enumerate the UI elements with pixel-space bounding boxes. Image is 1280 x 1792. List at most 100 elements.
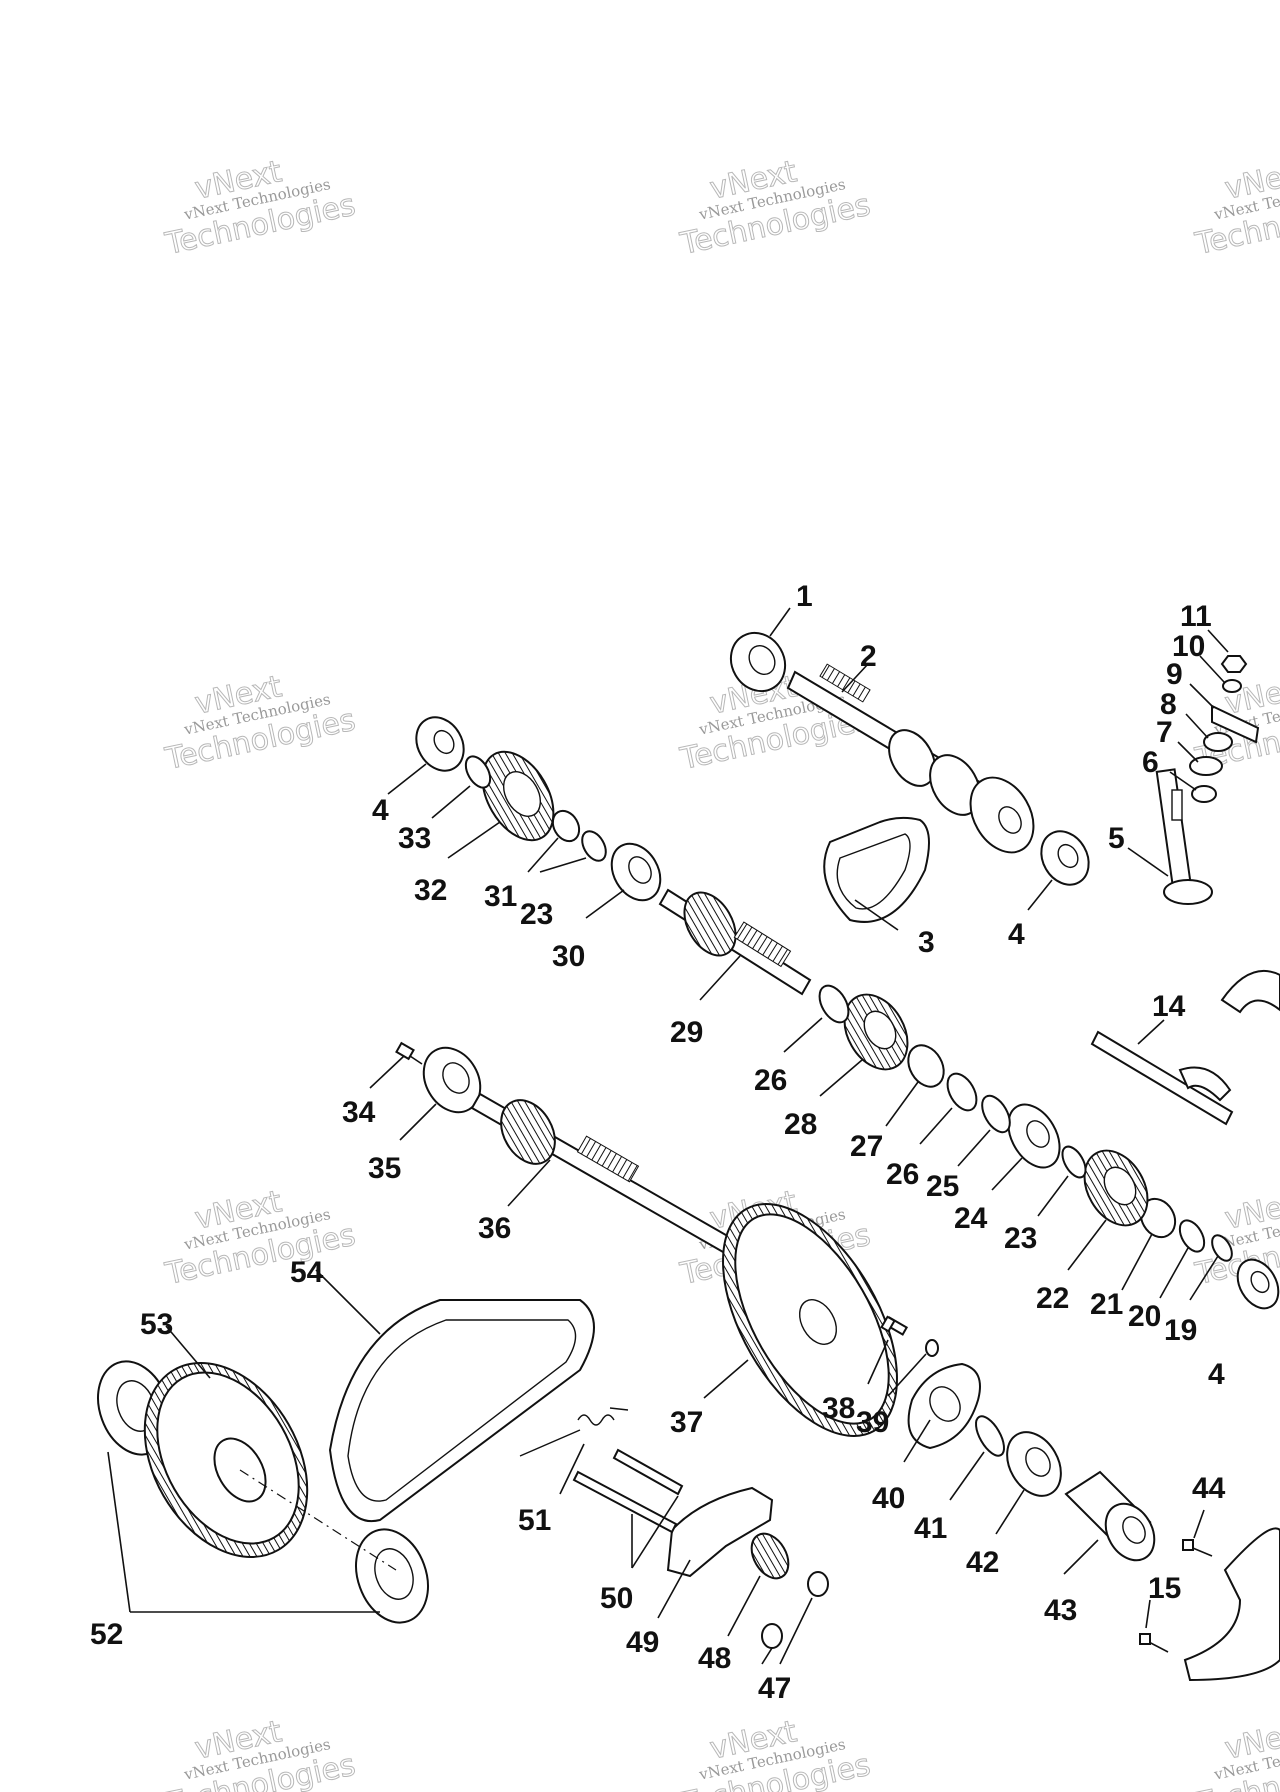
part-28-gear xyxy=(843,993,909,1071)
callout-31: 31 xyxy=(484,880,517,913)
part-27-bushing xyxy=(907,1044,945,1088)
part-47-bushing xyxy=(761,1571,829,1649)
part-19-washer xyxy=(1211,1234,1233,1262)
part-4-bearing-left xyxy=(415,716,465,772)
part-22-gear xyxy=(1083,1149,1149,1227)
callout-4: 4 xyxy=(372,794,389,827)
callout-42: 42 xyxy=(966,1546,999,1579)
callout-47: 47 xyxy=(758,1672,791,1705)
part-5-shift-shaft xyxy=(1155,768,1213,905)
callout-41: 41 xyxy=(914,1512,947,1545)
part-29-countershaft xyxy=(658,888,812,996)
part-43-hub xyxy=(1064,1470,1156,1562)
watermark: vNext vNext Technologies Technologies xyxy=(1191,1714,1280,1792)
part-9-lever xyxy=(1211,704,1260,744)
watermark: vNext vNext Technologies Technologies xyxy=(161,1184,359,1293)
watermark: vNext vNext Technologies Technologies xyxy=(676,154,874,263)
callout-53: 53 xyxy=(140,1308,173,1341)
part-49-lever-arm xyxy=(666,1486,774,1578)
callout-2: 2 xyxy=(860,640,877,673)
callout-51: 51 xyxy=(518,1504,551,1537)
part-38-bolt xyxy=(880,1315,909,1336)
part-41-circlip xyxy=(975,1415,1005,1457)
watermark: vNext vNext Technologies Technologies xyxy=(161,669,359,778)
part-42-bearing xyxy=(1006,1431,1062,1497)
part-6-washer xyxy=(1191,785,1217,803)
callout-24: 24 xyxy=(954,1202,988,1235)
callout-26: 26 xyxy=(754,1064,787,1097)
part-54-drive-chain xyxy=(328,1299,595,1523)
callout-4: 4 xyxy=(1008,918,1025,951)
part-35-bearing xyxy=(422,1046,482,1114)
callout-4: 4 xyxy=(1208,1358,1225,1391)
callout-40: 40 xyxy=(872,1482,905,1515)
callout-labels: 1 2 3 4 4 4 5 6 7 8 9 10 11 14 15 19 20 … xyxy=(90,580,1226,1705)
part-25-circlip xyxy=(981,1094,1011,1134)
callout-20: 20 xyxy=(1128,1300,1161,1333)
callout-34: 34 xyxy=(342,1096,376,1129)
callout-25: 25 xyxy=(926,1170,959,1203)
callout-19: 19 xyxy=(1164,1314,1197,1347)
part-33-washer xyxy=(464,755,492,789)
callout-14: 14 xyxy=(1152,990,1186,1023)
callout-26: 26 xyxy=(886,1158,919,1191)
callout-10: 10 xyxy=(1172,630,1205,663)
part-53-sprocket xyxy=(143,1362,397,1571)
part-4-bearing-right xyxy=(1236,1258,1280,1310)
part-30-sprocket-hub xyxy=(610,842,662,902)
part-2-input-shaft xyxy=(786,663,1035,854)
part-1-bearing xyxy=(729,631,787,693)
callout-27: 27 xyxy=(850,1130,883,1163)
callout-49: 49 xyxy=(626,1626,659,1659)
callout-1: 1 xyxy=(796,580,813,613)
callout-22: 22 xyxy=(1036,1282,1069,1315)
callout-52: 52 xyxy=(90,1618,123,1651)
part-23-washer xyxy=(1061,1145,1087,1179)
part-8-seal xyxy=(1203,732,1233,752)
part-51-spring xyxy=(519,1407,629,1457)
callout-6: 6 xyxy=(1142,746,1159,779)
part-39-washer xyxy=(925,1339,939,1357)
callout-44: 44 xyxy=(1192,1472,1226,1505)
callout-8: 8 xyxy=(1160,688,1177,721)
part-23-washer-upper xyxy=(581,830,607,862)
callout-48: 48 xyxy=(698,1642,731,1675)
watermark: vNext vNext Technologies Technologies xyxy=(161,1714,359,1792)
callout-32: 32 xyxy=(414,874,447,907)
callout-35: 35 xyxy=(368,1152,401,1185)
callout-7: 7 xyxy=(1156,716,1173,749)
part-31-bushing xyxy=(551,809,581,843)
callout-5: 5 xyxy=(1108,822,1125,855)
callout-11: 11 xyxy=(1180,600,1212,633)
part-15-bolt xyxy=(1139,1633,1169,1653)
part-40-retainer-plate xyxy=(907,1362,981,1450)
callout-3: 3 xyxy=(918,926,935,959)
callout-43: 43 xyxy=(1044,1594,1077,1627)
parts-layer xyxy=(97,631,1280,1682)
watermark: vNext vNext Technologies Technologies xyxy=(676,1714,874,1792)
callout-15: 15 xyxy=(1148,1572,1181,1605)
part-4-bearing xyxy=(1040,830,1090,886)
watermark: vNext vNext Technologies Technologies xyxy=(1191,154,1280,263)
callout-21: 21 xyxy=(1090,1288,1123,1321)
callout-54: 54 xyxy=(290,1256,324,1289)
part-26-circlip xyxy=(946,1072,978,1112)
part-24-clutch-dog xyxy=(1007,1103,1061,1169)
part-36-output-shaft xyxy=(470,1092,754,1266)
callout-50: 50 xyxy=(600,1582,633,1615)
watermark: vNext vNext Technologies Technologies xyxy=(161,154,359,263)
part-34-bolt xyxy=(395,1041,423,1065)
cover-bracket xyxy=(1183,1527,1280,1682)
callout-38: 38 xyxy=(822,1392,855,1425)
callout-29: 29 xyxy=(670,1016,703,1049)
leader-lines xyxy=(107,607,1229,1665)
part-37-large-gear xyxy=(722,1203,898,1437)
callout-23: 23 xyxy=(520,898,553,931)
callout-33: 33 xyxy=(398,822,431,855)
part-32-gear xyxy=(481,750,555,842)
callout-28: 28 xyxy=(784,1108,817,1141)
callout-23: 23 xyxy=(1004,1222,1037,1255)
callout-9: 9 xyxy=(1166,658,1183,691)
callout-36: 36 xyxy=(478,1212,511,1245)
